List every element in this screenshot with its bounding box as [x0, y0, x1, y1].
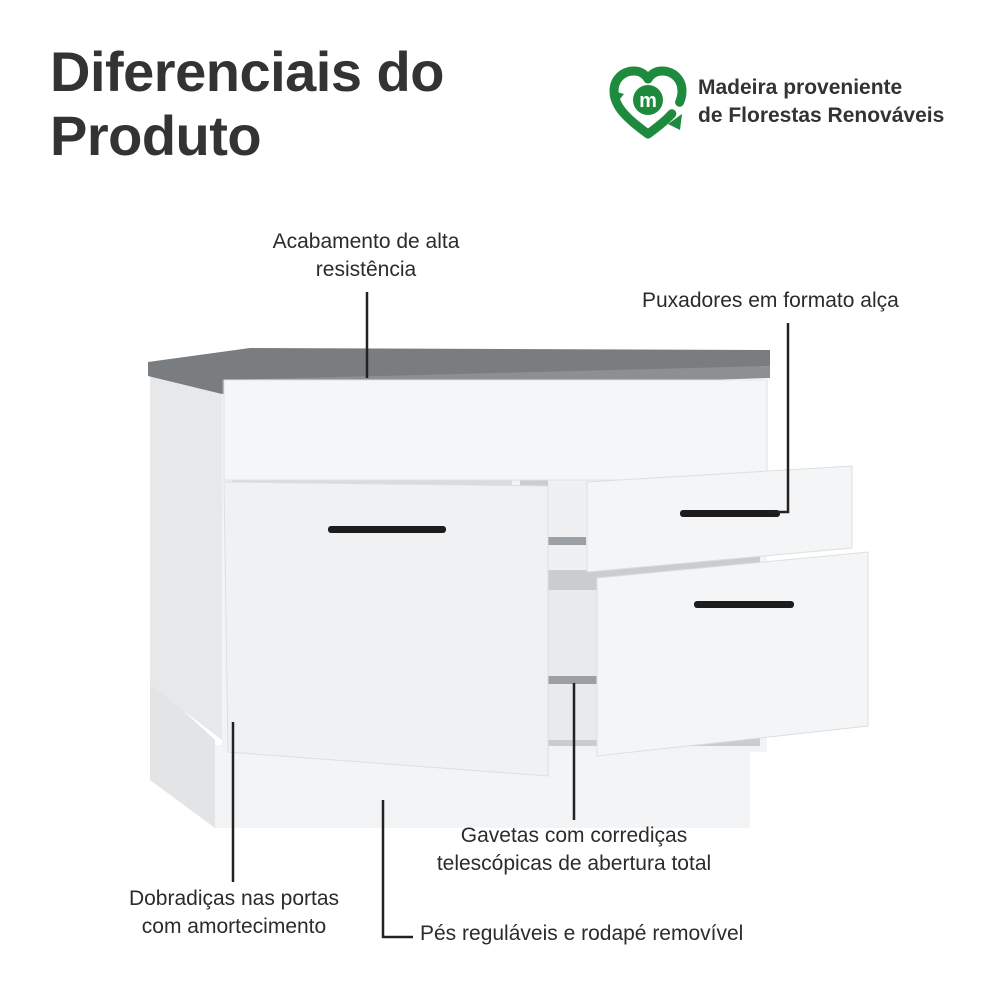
open-door	[223, 481, 549, 777]
recycle-heart-icon: m	[609, 66, 687, 139]
eco-badge: m Madeira proveniente de Florestas Renov…	[608, 64, 944, 140]
callout-handles-line-1: Puxadores em formato alça	[642, 289, 899, 312]
eco-text: Madeira proveniente de Florestas Renováv…	[698, 74, 944, 130]
callout-top-finish-line-1: Acabamento de alta	[272, 230, 460, 253]
upper-drawer-handle	[680, 510, 780, 517]
eco-line-1: Madeira proveniente	[698, 76, 903, 99]
callout-top-finish-line-2: resistência	[315, 258, 417, 281]
side-panel	[150, 372, 222, 740]
callout-hinges-line-1: Dobradiças nas portas	[128, 887, 340, 910]
callout-drawer-slides-line-2: telescópicas de abertura total	[436, 852, 712, 875]
title-line-2: Produto	[50, 104, 262, 167]
page-title: Diferenciais do Produto	[50, 40, 444, 168]
callout-handles: Puxadores em formato alça	[642, 287, 899, 315]
top-drawer-front	[223, 379, 768, 481]
callout-top-finish: Acabamento de alta resistência	[236, 228, 496, 284]
callout-feet-line-1: Pés reguláveis e rodapé removível	[420, 922, 744, 945]
callout-feet: Pés reguláveis e rodapé removível	[420, 920, 743, 948]
eco-letter: m	[639, 90, 657, 112]
callout-drawer-slides: Gavetas com corrediças telescópicas de a…	[412, 822, 736, 878]
lower-drawer-handle	[694, 601, 794, 608]
lower-drawer-front	[596, 551, 869, 757]
eco-line-2: de Florestas Renováveis	[698, 104, 945, 127]
leader-feet	[381, 800, 413, 939]
plinth	[150, 680, 215, 828]
leader-handles	[770, 323, 790, 514]
slide-rail-lower	[548, 676, 598, 684]
callout-hinges: Dobradiças nas portas com amortecimento	[106, 885, 362, 941]
callout-drawer-slides-line-1: Gavetas com corrediças	[460, 824, 688, 847]
slide-rail-upper	[548, 537, 586, 545]
upper-drawer-front	[586, 465, 853, 573]
callout-hinges-line-2: com amortecimento	[141, 915, 327, 938]
title-line-1: Diferenciais do	[50, 40, 444, 103]
door-handle	[328, 526, 446, 533]
